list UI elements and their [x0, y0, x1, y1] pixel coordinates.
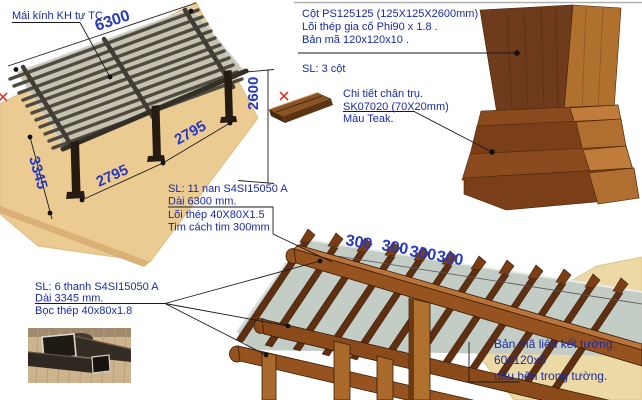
wall-pergola-posts: [261, 297, 431, 400]
wall-note-line3: dấu bên trong tường.: [494, 369, 607, 383]
beam-note-leaders: [35, 260, 321, 356]
column-detail-illustration: [294, 1, 642, 211]
glass-roof-label: Mái kính KH tự TC: [12, 10, 103, 22]
dimension-end-dots: [13, 8, 233, 216]
spacing-dim-line: [291, 248, 642, 305]
column-note-qty: SL: 3 cột: [302, 63, 345, 75]
rafter-note-line4: Tim cách tim 300mm: [168, 222, 270, 234]
dim-line-6300: [7, 2, 197, 67]
column-wood-grain: [506, 6, 604, 112]
wall-note-leader: [468, 342, 520, 383]
spacing-300-label-4: 300: [435, 248, 464, 269]
spacing-300-label-3: 300: [408, 243, 437, 264]
steel-tube-lower: [27, 351, 111, 374]
column-note-line1: Cột PS125125 (125X125X2600mm): [302, 8, 478, 20]
foot-leader-dot: [489, 149, 495, 155]
rafter-note-line3: Lõi thép 40X80X1.5: [168, 209, 265, 221]
left-pergola-illustration: [0, 1, 289, 267]
beam-leader-dots: [263, 258, 323, 358]
steel-tube-photo: [27, 328, 132, 384]
spacing-300-label-1: 300: [344, 232, 373, 253]
column-base-moldings: [461, 104, 640, 211]
annotations: Mái kính KH tự TC 6300 2600 2795 2795 33…: [12, 7, 616, 383]
foot-note-line3: Màu Teak.: [343, 113, 394, 125]
foot-note-line1: Chi tiết chân trụ.: [343, 88, 423, 100]
red-x-markers: [0, 91, 289, 102]
foot-note-line2: SK07020 (70X20mm): [343, 101, 449, 113]
wall-note-line2: 60x120x5: [494, 353, 546, 367]
foot-profile-illustration: [268, 92, 495, 155]
dim-2600-label: 2600: [245, 77, 262, 110]
pergola-posts: [66, 70, 237, 199]
rafter-note-line2: Dài 6300 mm.: [168, 196, 236, 208]
dim-line-3345: [29, 136, 53, 220]
rafter-tails: [299, 228, 629, 293]
glass-label-leader: [79, 22, 111, 78]
dim-line-2600: [237, 69, 275, 184]
spacing-300-label-2: 300: [380, 237, 409, 258]
canopy-slats: [8, 8, 244, 150]
column-note-line3: Bản mã 120x120x10 .: [302, 34, 409, 46]
column-leader-dot: [514, 50, 520, 56]
foot-note-leader: [343, 111, 493, 153]
steel-tube-upper: [41, 333, 132, 362]
wall-pergola-illustration: [35, 206, 642, 400]
ground-shadow-edge: [0, 206, 150, 267]
beam-note-line2: Dài 3345 mm.: [35, 293, 103, 305]
beam-note-line3: Bọc thép 40x80x1.8: [35, 305, 132, 317]
rafter-note-line1: SL: 11 nan S4SI15050 A: [168, 183, 288, 195]
column-note-line2: Lõi thép gia cố Phi90 x 1.8 .: [302, 21, 438, 33]
column-shaft-dark-face: [479, 4, 574, 115]
rafter-note-leader: [168, 206, 333, 263]
beam-note-line1: SL: 6 thanh S4SI15050 A: [35, 281, 159, 293]
column-shaft-light-face: [563, 4, 622, 113]
wall-note-line1: Bản mã liên kết tường.: [494, 337, 616, 351]
